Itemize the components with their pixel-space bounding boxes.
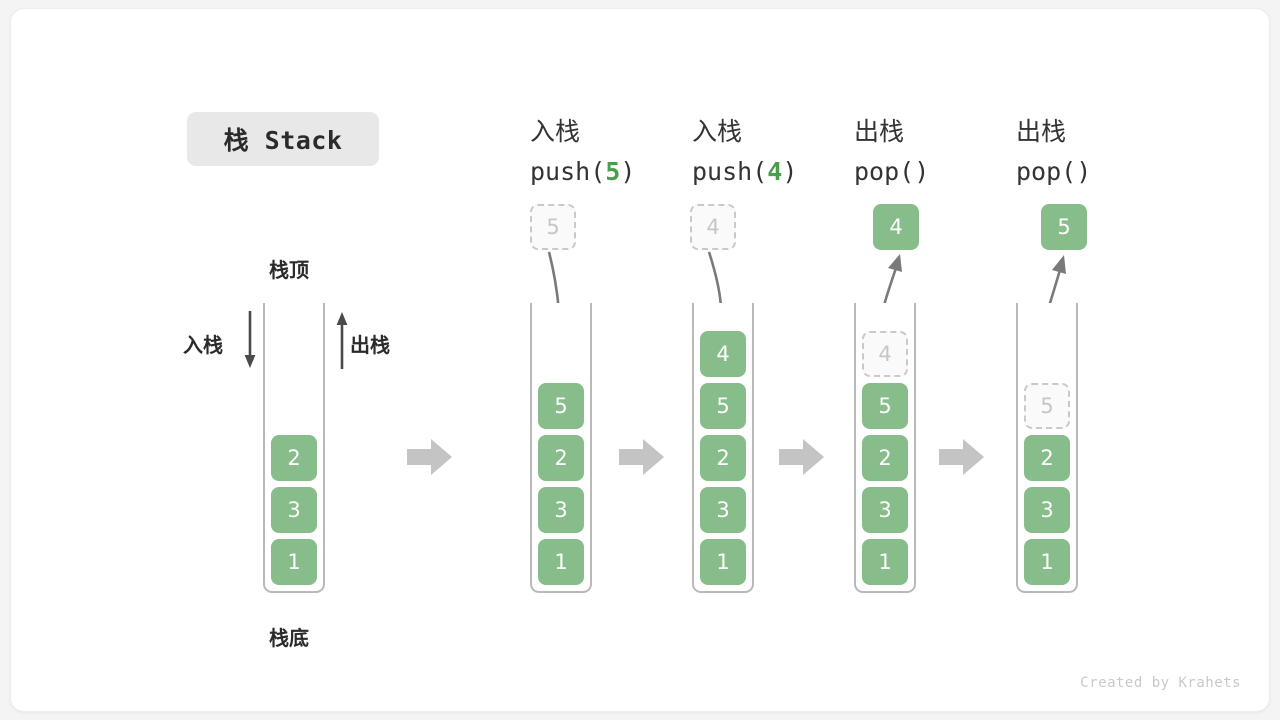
floating-cell-push-5: 5 xyxy=(530,204,576,250)
stack-ghost-cell-value: 4 xyxy=(878,342,892,366)
stack-cell-value: 2 xyxy=(554,446,568,470)
floating-cell-value: 4 xyxy=(889,215,903,239)
step-label-cn: 出栈 xyxy=(1016,117,1067,146)
stack-ghost-cell: 5 xyxy=(1024,383,1070,429)
stack-bottom-label: 栈底 xyxy=(269,622,309,651)
push-direction-label: 入栈 xyxy=(183,329,223,358)
stack-tube-initial: 2 3 1 xyxy=(263,303,325,593)
stack-cell: 2 xyxy=(862,435,908,481)
stack-cell: 4 xyxy=(700,331,746,377)
stack-cell: 5 xyxy=(538,383,584,429)
push-direction-arrow xyxy=(244,311,256,368)
stack-cell: 5 xyxy=(862,383,908,429)
stack-cell: 3 xyxy=(538,487,584,533)
floating-cell-push-4: 4 xyxy=(690,204,736,250)
stack-cell: 3 xyxy=(271,487,317,533)
step-arrow-1 xyxy=(407,439,452,475)
floating-cell-pop-4: 4 xyxy=(873,204,919,250)
stack-cell-value: 1 xyxy=(878,550,892,574)
step-label-push-5: 入栈 push(5) xyxy=(530,112,635,192)
stack-cell-value: 3 xyxy=(1040,498,1054,522)
stack-cell: 5 xyxy=(700,383,746,429)
stack-cell: 1 xyxy=(1024,539,1070,585)
stack-cell-value: 3 xyxy=(287,498,301,522)
footer-credit: Created by Krahets xyxy=(1080,675,1241,691)
stack-cell: 3 xyxy=(862,487,908,533)
stack-cell-value: 5 xyxy=(554,394,568,418)
title-text: 栈 Stack xyxy=(223,126,343,155)
step-label-code: pop() xyxy=(1016,157,1092,186)
step-arrow-4 xyxy=(939,439,984,475)
step-label-pop-5: 出栈 pop() xyxy=(1016,112,1091,192)
stack-cell: 1 xyxy=(271,539,317,585)
stack-cell-value: 2 xyxy=(287,446,301,470)
step-arrow-3 xyxy=(779,439,824,475)
push-direction-label-text: 入栈 xyxy=(183,333,223,357)
pop-direction-arrow xyxy=(336,312,348,369)
step-code-number: 5 xyxy=(605,157,621,186)
stack-cell: 2 xyxy=(271,435,317,481)
stack-cell-value: 1 xyxy=(554,550,568,574)
stack-cell: 1 xyxy=(538,539,584,585)
step-label-cn: 入栈 xyxy=(530,117,581,146)
step-label-code: push(5) xyxy=(530,157,636,186)
stack-ghost-cell: 4 xyxy=(862,331,908,377)
stack-cell: 2 xyxy=(1024,435,1070,481)
step-arrow-2 xyxy=(619,439,664,475)
floating-cell-pop-5: 5 xyxy=(1041,204,1087,250)
stack-cell: 3 xyxy=(1024,487,1070,533)
stack-cell-value: 3 xyxy=(554,498,568,522)
stack-tube-pop-5: 5 2 3 1 xyxy=(1016,303,1078,593)
pop-direction-label-text: 出栈 xyxy=(350,333,390,357)
stack-cell-value: 4 xyxy=(716,342,730,366)
step-label-code: pop() xyxy=(854,157,930,186)
stack-top-label-text: 栈顶 xyxy=(269,258,309,282)
pop-direction-label: 出栈 xyxy=(350,329,390,358)
stack-ghost-cell-value: 5 xyxy=(1040,394,1054,418)
stack-cell: 1 xyxy=(700,539,746,585)
stack-cell-value: 2 xyxy=(878,446,892,470)
floating-cell-value: 5 xyxy=(546,215,560,239)
stack-cell-value: 5 xyxy=(878,394,892,418)
step-label-cn: 出栈 xyxy=(854,117,905,146)
step-code-number: 4 xyxy=(767,157,783,186)
step-label-code: push(4) xyxy=(692,157,798,186)
floating-cell-value: 5 xyxy=(1057,215,1071,239)
floating-cell-value: 4 xyxy=(706,215,720,239)
stack-top-label: 栈顶 xyxy=(269,254,309,283)
stack-cell: 1 xyxy=(862,539,908,585)
title-badge: 栈 Stack xyxy=(187,112,379,166)
step-label-cn: 入栈 xyxy=(692,117,743,146)
stack-tube-push-4: 4 5 2 3 1 xyxy=(692,303,754,593)
stack-cell-value: 5 xyxy=(716,394,730,418)
stack-cell: 2 xyxy=(538,435,584,481)
stack-bottom-label-text: 栈底 xyxy=(269,626,309,650)
step-label-pop-4: 出栈 pop() xyxy=(854,112,929,192)
stack-cell-value: 3 xyxy=(878,498,892,522)
stack-cell-value: 2 xyxy=(1040,446,1054,470)
stack-cell: 3 xyxy=(700,487,746,533)
stack-cell-value: 1 xyxy=(287,550,301,574)
stack-cell-value: 1 xyxy=(1040,550,1054,574)
stack-cell: 2 xyxy=(700,435,746,481)
step-label-push-4: 入栈 push(4) xyxy=(692,112,797,192)
stack-cell-value: 3 xyxy=(716,498,730,522)
stack-cell-value: 2 xyxy=(716,446,730,470)
stack-tube-pop-4: 4 5 2 3 1 xyxy=(854,303,916,593)
stack-cell-value: 1 xyxy=(716,550,730,574)
diagram-card: 栈 Stack 栈顶 入栈 出栈 2 3 1 栈底 入栈 push(5) xyxy=(10,8,1270,712)
stack-tube-push-5: 5 2 3 1 xyxy=(530,303,592,593)
